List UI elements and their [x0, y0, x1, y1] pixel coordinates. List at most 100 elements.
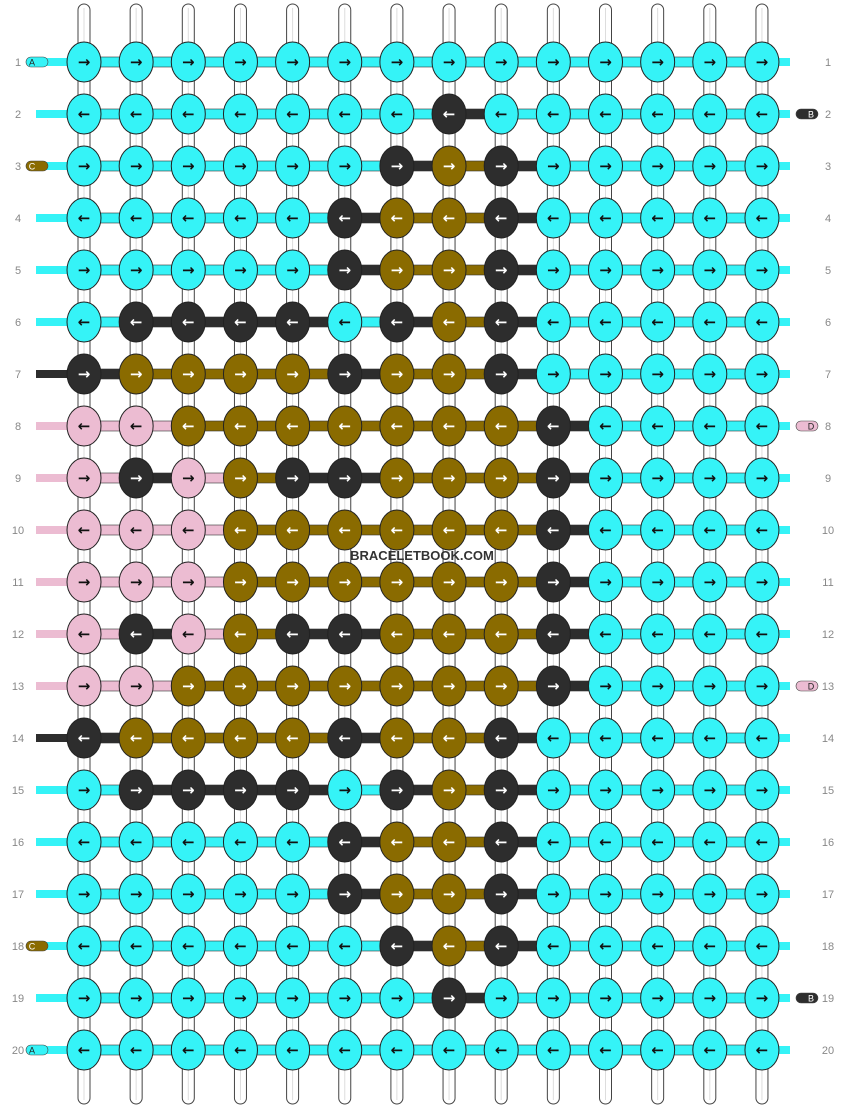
knot-shape	[744, 41, 780, 83]
arrow-left-icon: ←	[495, 625, 508, 643]
arrow-right-icon: →	[130, 261, 143, 279]
knot-shape	[640, 145, 676, 187]
arrow-right-icon: →	[547, 365, 560, 383]
knot-shape	[640, 509, 676, 551]
string-tag-shape	[795, 108, 819, 120]
knot: ←	[118, 925, 154, 967]
arrow-left-icon: ←	[78, 625, 91, 643]
arrow-right-icon: →	[704, 885, 717, 903]
knot-shape	[483, 405, 519, 447]
knot: ←	[640, 197, 676, 239]
knot-shape	[483, 873, 519, 915]
arrow-left-icon: ←	[182, 729, 195, 747]
arrow-right-icon: →	[704, 677, 717, 695]
arrow-left-icon: ←	[338, 209, 351, 227]
knot-shape	[588, 93, 623, 135]
arrow-left-icon: ←	[651, 105, 664, 123]
arrow-right-icon: →	[391, 989, 404, 1007]
row-number-left: 9	[15, 473, 21, 485]
arrow-left-icon: ←	[286, 729, 299, 747]
arrow-left-icon: ←	[78, 1041, 91, 1059]
knot: ←	[66, 93, 102, 135]
knot-shape	[744, 613, 780, 655]
arrow-right-icon: →	[651, 989, 664, 1007]
row-number-right: 7	[825, 369, 831, 381]
knot-shape	[483, 769, 519, 811]
knot: ←	[535, 717, 571, 759]
knot-shape	[222, 977, 258, 1019]
row-number-right: 12	[822, 629, 834, 641]
knot: →	[588, 769, 623, 811]
arrow-right-icon: →	[651, 677, 664, 695]
knot: →	[275, 977, 311, 1019]
arrow-right-icon: →	[443, 53, 456, 71]
knot-shape	[692, 561, 728, 603]
arrow-left-icon: ←	[286, 833, 299, 851]
knot: →	[535, 145, 571, 187]
knot: →	[744, 353, 780, 395]
arrow-right-icon: →	[651, 573, 664, 591]
knot: ←	[483, 925, 519, 967]
arrow-left-icon: ←	[286, 521, 299, 539]
knot-shape	[66, 353, 102, 395]
knot-shape	[327, 821, 363, 863]
arrow-right-icon: →	[599, 157, 612, 175]
knot-shape	[744, 1029, 780, 1071]
knot-shape	[692, 353, 728, 395]
knot-shape	[692, 1029, 728, 1071]
arrow-right-icon: →	[182, 989, 195, 1007]
arrow-left-icon: ←	[443, 1041, 456, 1059]
arrow-left-icon: ←	[286, 105, 299, 123]
knot: →	[535, 665, 571, 707]
knot: ←	[431, 925, 467, 967]
arrow-right-icon: →	[704, 261, 717, 279]
knot-shape	[483, 249, 519, 291]
arrow-right-icon: →	[704, 53, 717, 71]
knot-shape	[66, 873, 102, 915]
knot: ←	[275, 821, 311, 863]
arrow-left-icon: ←	[704, 209, 717, 227]
knot-shape	[431, 977, 467, 1019]
knot-shape	[535, 93, 571, 135]
knot: ←	[66, 821, 102, 863]
arrow-right-icon: →	[704, 469, 717, 487]
knot-shape	[431, 509, 467, 551]
knot: →	[275, 145, 311, 187]
row-number-left: 7	[15, 369, 21, 381]
knot: →	[431, 457, 467, 499]
arrow-right-icon: →	[599, 573, 612, 591]
arrow-left-icon: ←	[443, 209, 456, 227]
arrow-right-icon: →	[338, 885, 351, 903]
knot-shape	[588, 613, 623, 655]
knot: →	[327, 561, 363, 603]
knot-shape	[170, 613, 206, 655]
knot-shape	[170, 873, 206, 915]
arrow-right-icon: →	[182, 885, 195, 903]
knot: ←	[588, 613, 623, 655]
arrow-right-icon: →	[391, 261, 404, 279]
knot-shape	[275, 1029, 311, 1071]
knot: →	[222, 873, 258, 915]
knot: ←	[535, 1029, 571, 1071]
arrow-left-icon: ←	[547, 313, 560, 331]
arrow-left-icon: ←	[756, 105, 769, 123]
knot-shape	[118, 93, 154, 135]
knot-shape	[379, 197, 415, 239]
row-number-right: 13	[822, 681, 834, 693]
arrow-right-icon: →	[443, 781, 456, 799]
knot: ←	[275, 405, 311, 447]
arrow-left-icon: ←	[286, 417, 299, 435]
knot-shape	[66, 665, 102, 707]
row-number-right: 14	[822, 733, 834, 745]
knot-shape	[588, 873, 623, 915]
knot: ←	[222, 821, 258, 863]
knot-shape	[275, 821, 311, 863]
arrow-left-icon: ←	[391, 417, 404, 435]
row-number-left: 8	[15, 421, 21, 433]
arrow-left-icon: ←	[338, 729, 351, 747]
arrow-right-icon: →	[338, 365, 351, 383]
knot: ←	[66, 717, 102, 759]
arrow-right-icon: →	[234, 365, 247, 383]
knot-shape	[483, 665, 519, 707]
knot-shape	[170, 197, 206, 239]
